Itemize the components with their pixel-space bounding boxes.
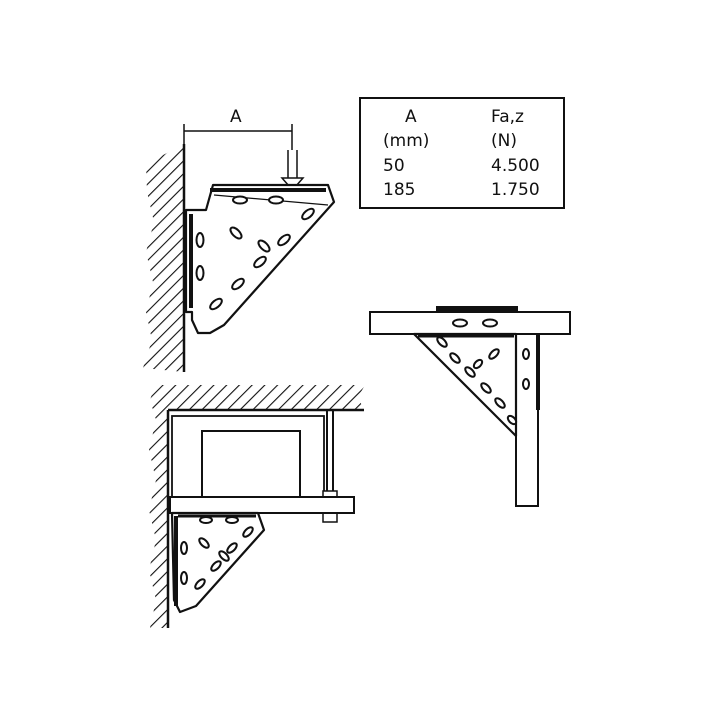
row1-a: 50: [383, 156, 405, 176]
corner-bracket-wall: [184, 183, 336, 335]
header-a: A: [405, 107, 417, 127]
unit-n: (N): [491, 131, 517, 151]
header-force: Fa,z: [491, 107, 524, 127]
load-table: A Fa,z (mm) (N) 50 4.500 185 1.750: [359, 97, 565, 209]
hatched-wall: [143, 144, 184, 372]
dimension-a: A: [183, 107, 293, 150]
shelf-support-view: [149, 385, 365, 628]
wall-mount-view: A: [143, 107, 336, 372]
corner-bracket-frame: [412, 318, 530, 438]
unit-mm: (mm): [383, 131, 430, 151]
row2-a: 185: [383, 180, 416, 200]
frame-joint-view: [369, 306, 571, 507]
corner-bracket-shelf: [170, 511, 266, 614]
row1-force: 4.500: [491, 156, 540, 176]
dimension-label: A: [230, 107, 242, 127]
row2-force: 1.750: [491, 180, 540, 200]
